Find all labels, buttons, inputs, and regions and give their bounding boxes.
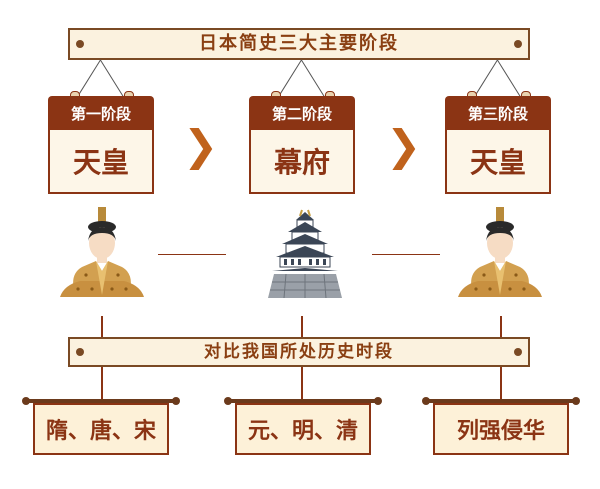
title-banner: 日本简史三大主要阶段 xyxy=(68,28,530,60)
scroll-rod xyxy=(228,399,378,403)
connector-line xyxy=(101,367,103,399)
scroll-rod-end xyxy=(422,397,430,405)
scroll-rod-end xyxy=(374,397,382,405)
stage-name: 幕府 xyxy=(249,130,355,194)
stage-name: 天皇 xyxy=(48,130,154,194)
scroll-rod xyxy=(26,399,176,403)
period-scroll-2: 元、明、清 xyxy=(235,403,371,455)
scroll-rod xyxy=(426,399,576,403)
emperor-figure-icon xyxy=(60,207,144,297)
scroll-rod-end xyxy=(22,397,30,405)
period-scroll-1: 隋、唐、宋 xyxy=(33,403,169,455)
scroll-rod-end xyxy=(172,397,180,405)
compare-banner: 对比我国所处历史时段 xyxy=(68,337,530,367)
connector-line xyxy=(500,367,502,399)
chevron-right-icon: ❯ xyxy=(183,121,219,170)
chevron-right-icon: ❯ xyxy=(386,121,422,170)
stage-label: 第三阶段 xyxy=(445,96,551,130)
connector-line xyxy=(372,254,440,255)
period-scroll-3: 列强侵华 xyxy=(433,403,569,455)
period-text: 元、明、清 xyxy=(247,419,358,444)
emperor-figure-icon xyxy=(458,207,542,297)
connector-line xyxy=(301,316,303,338)
connector-line xyxy=(101,316,103,338)
period-text: 列强侵华 xyxy=(456,419,545,444)
stage-card-1: 第一阶段 天皇 xyxy=(48,91,154,194)
stage-name: 天皇 xyxy=(445,130,551,194)
connector-line xyxy=(158,254,226,255)
scroll-rod-end xyxy=(224,397,232,405)
title-text: 日本简史三大主要阶段 xyxy=(199,33,399,54)
connector-line xyxy=(301,367,303,399)
compare-title-text: 对比我国所处历史时段 xyxy=(204,342,394,362)
stage-card-3: 第三阶段 天皇 xyxy=(445,91,551,194)
stage-label: 第二阶段 xyxy=(249,96,355,130)
connector-line xyxy=(500,316,502,338)
period-text: 隋、唐、宋 xyxy=(45,419,156,444)
stage-card-2: 第二阶段 幕府 xyxy=(249,91,355,194)
scroll-rod-end xyxy=(572,397,580,405)
castle-icon xyxy=(268,209,342,299)
stage-label: 第一阶段 xyxy=(48,96,154,130)
